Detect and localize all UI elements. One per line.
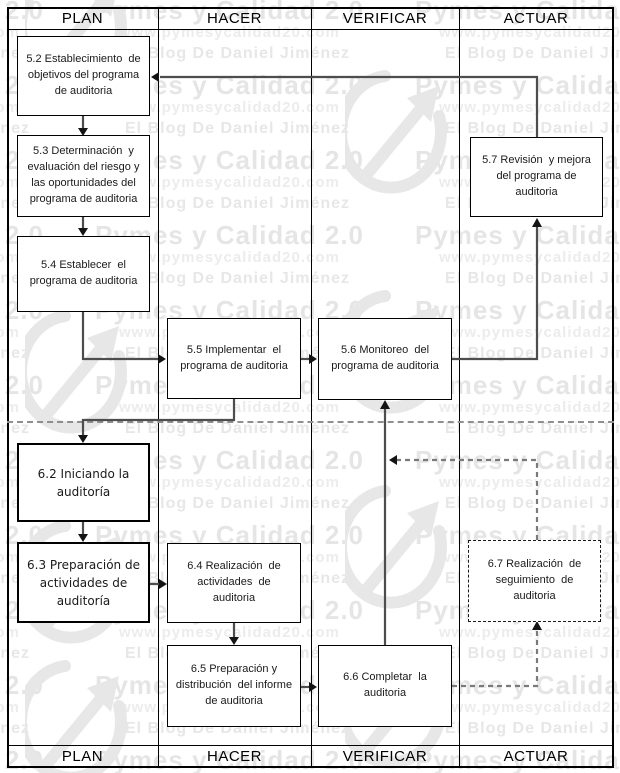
header-cell-hacer: HACER	[206, 9, 262, 27]
flow-box-6-4: 6.4 Realización de actividades de audito…	[167, 543, 301, 623]
arrowhead-6-6-to-6-7	[532, 621, 542, 630]
table-frame	[7, 7, 614, 768]
footer-cell-hacer: HACER	[206, 747, 262, 765]
flow-box-6-7-label: 6.7 Realización de seguimiento de audito…	[487, 558, 582, 602]
arrowhead-5-5-to-5-6	[309, 354, 317, 364]
arrowhead-6-3-to-6-4	[159, 579, 167, 589]
arrowhead-6-4-to-6-5	[229, 637, 239, 645]
flow-box-5-5: 5.5 Implementar el programa de auditoria	[167, 318, 301, 399]
flow-box-5-7-label: 5.7 Revisión y mejora del programa de au…	[482, 154, 591, 198]
flow-box-5-3: 5.3 Determinación y evaluación del riesg…	[17, 135, 150, 217]
header-cell-actuar: ACTUAR	[503, 9, 569, 27]
arrow-5-7-to-5-2	[160, 75, 539, 137]
footer-row-divider	[7, 745, 614, 746]
arrowhead-5-6-to-5-7	[532, 218, 542, 227]
flow-box-5-6-label: 5.6 Monitoreo del programa de auditoria	[331, 344, 439, 372]
arrowhead-6-5-to-6-6	[309, 682, 317, 692]
arrow-5-5-to-6-2	[81, 399, 236, 436]
arrowhead-6-7-to-verificar-line	[389, 455, 397, 465]
arrow-5-4-to-5-5	[81, 312, 159, 361]
arrowhead-5-2-to-5-3	[78, 128, 88, 136]
header-row-divider	[7, 29, 614, 30]
column-divider-verificar-actuar	[459, 7, 460, 768]
section-5-6-dashed-separator	[7, 421, 614, 423]
arrowhead-6-6-to-5-6	[380, 400, 390, 409]
arrowhead-5-4-to-5-5	[158, 354, 166, 364]
column-divider-hacer-verificar	[311, 7, 312, 768]
flow-box-6-3-label: 6.3 Preparación de actividades de audito…	[27, 557, 140, 608]
flow-box-6-4-label: 6.4 Realización de actividades de audito…	[187, 560, 281, 604]
header-cell-verificar: VERIFICAR	[342, 9, 428, 27]
arrowhead-6-2-to-6-3	[78, 534, 88, 542]
footer-cell-actuar: ACTUAR	[503, 747, 569, 765]
flow-box-5-4-label: 5.4 Establecer el programa de auditoria	[29, 259, 138, 287]
flow-box-5-4: 5.4 Establecer el programa de auditoria	[17, 236, 150, 312]
column-divider-plan-hacer	[158, 7, 159, 768]
flow-box-5-7: 5.7 Revisión y mejora del programa de au…	[470, 137, 603, 217]
flow-box-6-3: 6.3 Preparación de actividades de audito…	[17, 542, 150, 623]
flow-box-6-2-label: 6.2 Iniciando la auditoría	[37, 466, 130, 499]
flow-box-6-2: 6.2 Iniciando la auditoría	[17, 443, 150, 522]
arrowhead-5-7-to-5-2	[151, 72, 159, 82]
flow-box-5-2-label: 5.2 Establecimiento de objetivos del pro…	[26, 53, 141, 97]
flow-box-5-2: 5.2 Establecimiento de objetivos del pro…	[17, 36, 150, 116]
arrow-5-6-to-5-7	[452, 226, 539, 361]
arrowhead-5-5-to-6-2	[78, 435, 88, 443]
flow-box-6-5-label: 6.5 Preparación y distribución del infor…	[175, 663, 293, 707]
flow-box-6-6-label: 6.6 Completar la auditoria	[343, 671, 427, 699]
flow-box-6-5: 6.5 Preparación y distribución del infor…	[167, 645, 301, 727]
arrowhead-5-3-to-5-4	[78, 228, 88, 236]
flow-box-5-6: 5.6 Monitoreo del programa de auditoria	[318, 318, 452, 400]
dashed-arrow-6-7-to-verificar-line	[397, 458, 539, 540]
flow-box-5-5-label: 5.5 Implementar el programa de auditoria	[180, 343, 288, 372]
flow-box-5-3-label: 5.3 Determinación y evaluación del riesg…	[27, 145, 140, 205]
dashed-arrow-6-6-to-6-7	[452, 630, 539, 688]
flow-box-6-6: 6.6 Completar la auditoria	[318, 645, 452, 727]
flow-box-6-7: 6.7 Realización de seguimiento de audito…	[468, 540, 601, 622]
